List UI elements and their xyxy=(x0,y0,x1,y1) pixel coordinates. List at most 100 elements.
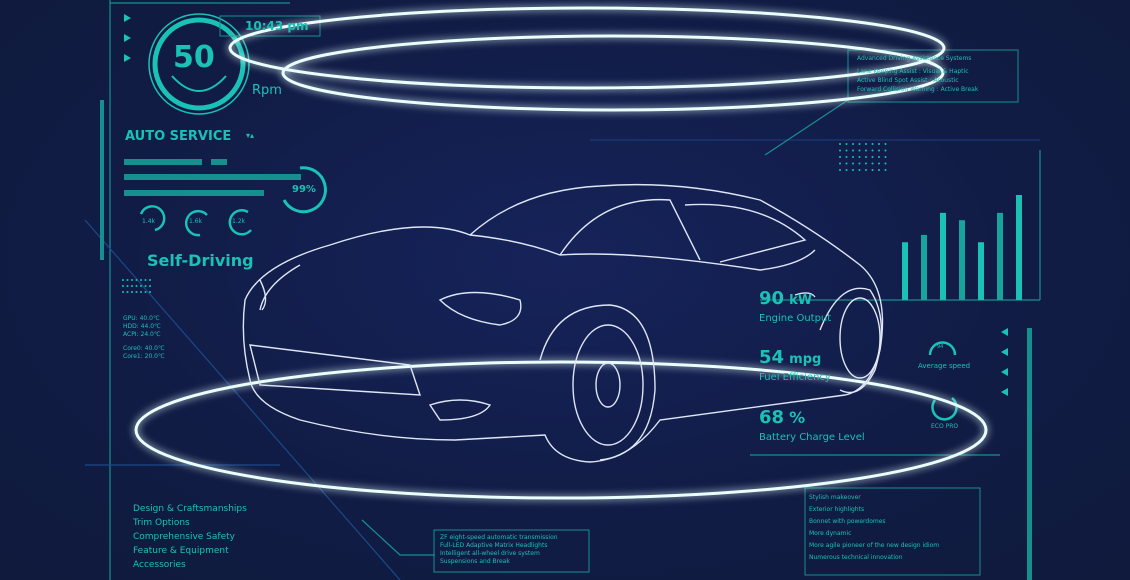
gauge-unit: Rpm xyxy=(252,83,282,98)
metric-value: 68 xyxy=(759,407,785,428)
dial-label: 1.2k xyxy=(232,218,246,225)
adas-title: Advanced Driving Assistance Systems xyxy=(857,55,972,62)
dot xyxy=(865,162,867,165)
arrow-icon xyxy=(124,14,131,22)
auto-service-title: AUTO SERVICE xyxy=(125,129,232,144)
metric-label: Engine Output xyxy=(759,313,832,324)
level-bar xyxy=(902,242,908,300)
adas-line: Active Blind Spot Assist : Acoustic xyxy=(857,77,959,84)
dot xyxy=(878,162,880,165)
feature-line: Numerous technical innovation xyxy=(809,554,903,561)
dot xyxy=(144,285,147,287)
level-bar xyxy=(959,220,965,300)
level-bar xyxy=(997,212,1003,300)
dot xyxy=(131,279,133,281)
temp-core0: Core0: 40.0℃ xyxy=(123,345,165,352)
dot xyxy=(149,291,151,293)
dot xyxy=(122,279,124,281)
dot xyxy=(878,156,880,158)
feature-line: Exterior highlights xyxy=(809,506,865,513)
dial-label: 1.4k xyxy=(142,218,156,225)
drivetrain-line: ZF eight-speed automatic transmission xyxy=(440,534,558,541)
dial-ring xyxy=(185,209,208,237)
menu-item-features[interactable]: Feature & Equipment xyxy=(133,546,229,556)
sort-arrows-icon[interactable]: ▾▴ xyxy=(246,131,255,140)
dot xyxy=(858,143,861,145)
dot xyxy=(845,156,848,158)
adas-line: Lane Keeping Assist : Visual & Haptic xyxy=(857,68,969,75)
car-outline xyxy=(242,183,884,463)
dot xyxy=(845,143,848,145)
dot xyxy=(135,285,138,287)
service-bar xyxy=(124,174,301,180)
metric-unit: % xyxy=(789,408,806,427)
dot xyxy=(845,162,848,165)
dot xyxy=(852,149,854,152)
menu-item-accessories[interactable]: Accessories xyxy=(133,560,186,570)
metric-label: Battery Charge Level xyxy=(759,432,865,443)
metric-value: 90 xyxy=(759,288,785,309)
speed-ring xyxy=(928,341,957,356)
dot xyxy=(845,169,848,171)
arrow-icon xyxy=(1001,368,1008,376)
feature-line: Bonnet with powerdomes xyxy=(809,518,886,525)
dot xyxy=(871,169,874,171)
dial-ring xyxy=(228,209,252,236)
dot xyxy=(122,285,124,287)
glow-ring-top xyxy=(228,6,946,90)
temp-hdd: HDD: 44.0℃ xyxy=(123,323,161,330)
dot xyxy=(131,291,133,293)
glow-ring-middle xyxy=(281,34,945,112)
dot xyxy=(852,169,854,171)
temp-core1: Core1: 20.0℃ xyxy=(123,353,165,360)
gauge-value: 50 xyxy=(173,40,215,75)
dot xyxy=(140,291,142,293)
arrow-icon xyxy=(124,54,131,62)
dot xyxy=(122,291,124,293)
dot xyxy=(845,149,848,152)
feature-line: More dynamic xyxy=(809,530,852,537)
level-bar xyxy=(978,242,984,300)
level-bar xyxy=(1016,195,1022,300)
dot xyxy=(871,162,874,165)
menu-item-design[interactable]: Design & Craftsmanships xyxy=(133,504,247,514)
dot xyxy=(144,291,147,293)
dot xyxy=(871,156,874,158)
drivetrain-line: Suspensions and Break xyxy=(440,558,510,565)
self-driving-title: Self-Driving xyxy=(147,251,254,270)
arrow-icon xyxy=(1001,348,1008,356)
level-bar xyxy=(921,234,927,300)
dot xyxy=(884,143,887,145)
service-bar xyxy=(124,159,202,165)
metric-label: Fuel Efficiency xyxy=(759,372,831,383)
temperature-list: GPU: 40.0℃ HDD: 44.0℃ ACPI: 24.0℃ Core0:… xyxy=(123,315,165,361)
arrow-icon xyxy=(1001,328,1008,336)
dot xyxy=(149,279,151,281)
dot xyxy=(126,285,129,287)
dot xyxy=(126,279,129,281)
dial-label: 1.6k xyxy=(189,218,203,225)
temp-gpu: GPU: 40.0℃ xyxy=(123,315,160,322)
dot xyxy=(878,143,880,145)
dot xyxy=(865,169,867,171)
dot xyxy=(858,162,861,165)
time-display: 10:43 pm xyxy=(245,19,309,33)
metric-unit: mpg xyxy=(789,352,822,367)
speed-value: 94 xyxy=(937,344,944,350)
dot xyxy=(858,169,861,171)
dot xyxy=(839,169,841,171)
dot xyxy=(878,149,880,152)
metric-fuel: 54 mpg Fuel Efficiency xyxy=(759,347,831,383)
menu-item-safety[interactable]: Comprehensive Safety xyxy=(133,532,235,542)
dot xyxy=(884,156,887,158)
dot xyxy=(135,279,138,281)
gauge-outer-ring xyxy=(148,13,250,115)
dot xyxy=(871,143,874,145)
menu-item-trim[interactable]: Trim Options xyxy=(133,518,190,528)
dot xyxy=(865,149,867,152)
speed-label: Average speed xyxy=(918,362,971,370)
metric-battery: 68 % Battery Charge Level xyxy=(759,407,865,443)
dot xyxy=(140,285,142,287)
dot xyxy=(884,149,887,152)
